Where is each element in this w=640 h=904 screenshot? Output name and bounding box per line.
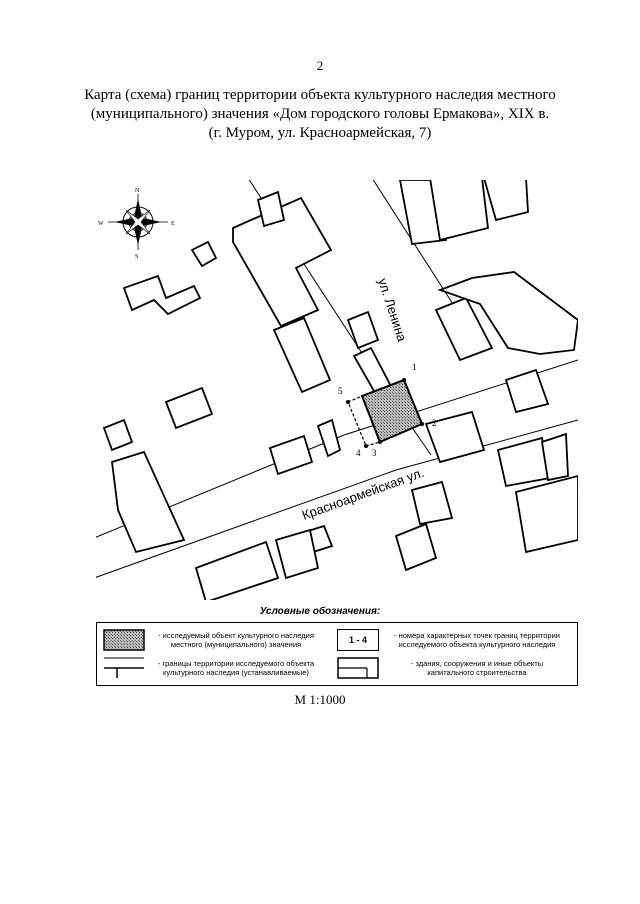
legend-title: Условные обозначения: [259,606,381,617]
boundary-points [346,378,424,448]
point-marker [420,422,424,426]
legend-text-boundary: - границы территории исследуемого объект… [157,659,315,677]
building [346,310,380,350]
compass-label-s: S [135,254,138,260]
title-line-3: (г. Муром, ул. Красноармейская, 7) [208,125,432,141]
building [194,540,280,600]
street-label-lenina: ул. Ленина [375,276,410,344]
map-scale: М 1:1000 [294,692,346,707]
building [316,418,342,458]
legend-swatch-object [103,629,145,651]
legend: - исследуемый объект культурного наследи… [96,622,578,686]
building [483,180,529,222]
compass-label-w: W [98,221,104,227]
building [429,180,489,242]
point-label-3: 3 [372,448,377,458]
street-label-krasnoarmeyskaya: Красноармейская ул. [300,465,426,523]
point-label-1: 1 [412,362,417,372]
legend-swatch-buildings [337,657,379,679]
building [410,480,454,526]
map-title: Карта (схема) границ территории объекта … [60,86,580,143]
point-labels: 1 2 3 4 5 [338,362,437,458]
krasnoarm-line-south-e [395,419,578,471]
building [164,386,214,430]
point-label-4: 4 [356,448,361,458]
compass-label-e: E [171,221,175,227]
page-number: 2 [316,58,324,73]
legend-text-points: - номера характерных точек границ террит… [394,631,560,649]
point-label-5: 5 [338,386,343,396]
site-plan-map: 1 2 3 4 5 ул. Ленина Красноармейская ул.… [96,180,578,600]
building [274,528,320,580]
building [424,410,486,464]
building [540,432,569,482]
title-line-1: Карта (схема) границ территории объекта … [84,87,556,103]
building [111,450,186,554]
building [434,296,494,362]
building [437,271,578,355]
point-marker [378,440,382,444]
point-marker [402,378,406,382]
point-marker [346,400,350,404]
legend-swatch-points: 1 - 4 [337,629,379,651]
building [504,368,550,414]
point-marker [364,444,368,448]
legend-swatch-boundary [104,657,144,678]
buildings [102,180,578,600]
legend-text-buildings: - здания, сооружения и иные объекты капи… [410,659,544,677]
compass-label-n: N [135,188,140,194]
building [190,240,218,268]
building [514,475,578,554]
point-label-2: 2 [432,418,437,428]
building [102,418,134,452]
krasnoarm-line-south [96,469,397,578]
title-line-2: (муниципального) значения «Дом городског… [90,106,550,122]
compass-star-diagonal [125,209,151,235]
compass-rose: N W E S [98,188,175,260]
heritage-object [360,378,424,444]
building [272,316,332,394]
building [122,274,202,316]
building [232,196,333,328]
building [256,190,286,228]
building [268,434,314,476]
legend-points-sample: 1 - 4 [348,635,367,645]
legend-text-object: - исследуемый объект культурного наследи… [158,631,314,649]
building [394,522,438,572]
